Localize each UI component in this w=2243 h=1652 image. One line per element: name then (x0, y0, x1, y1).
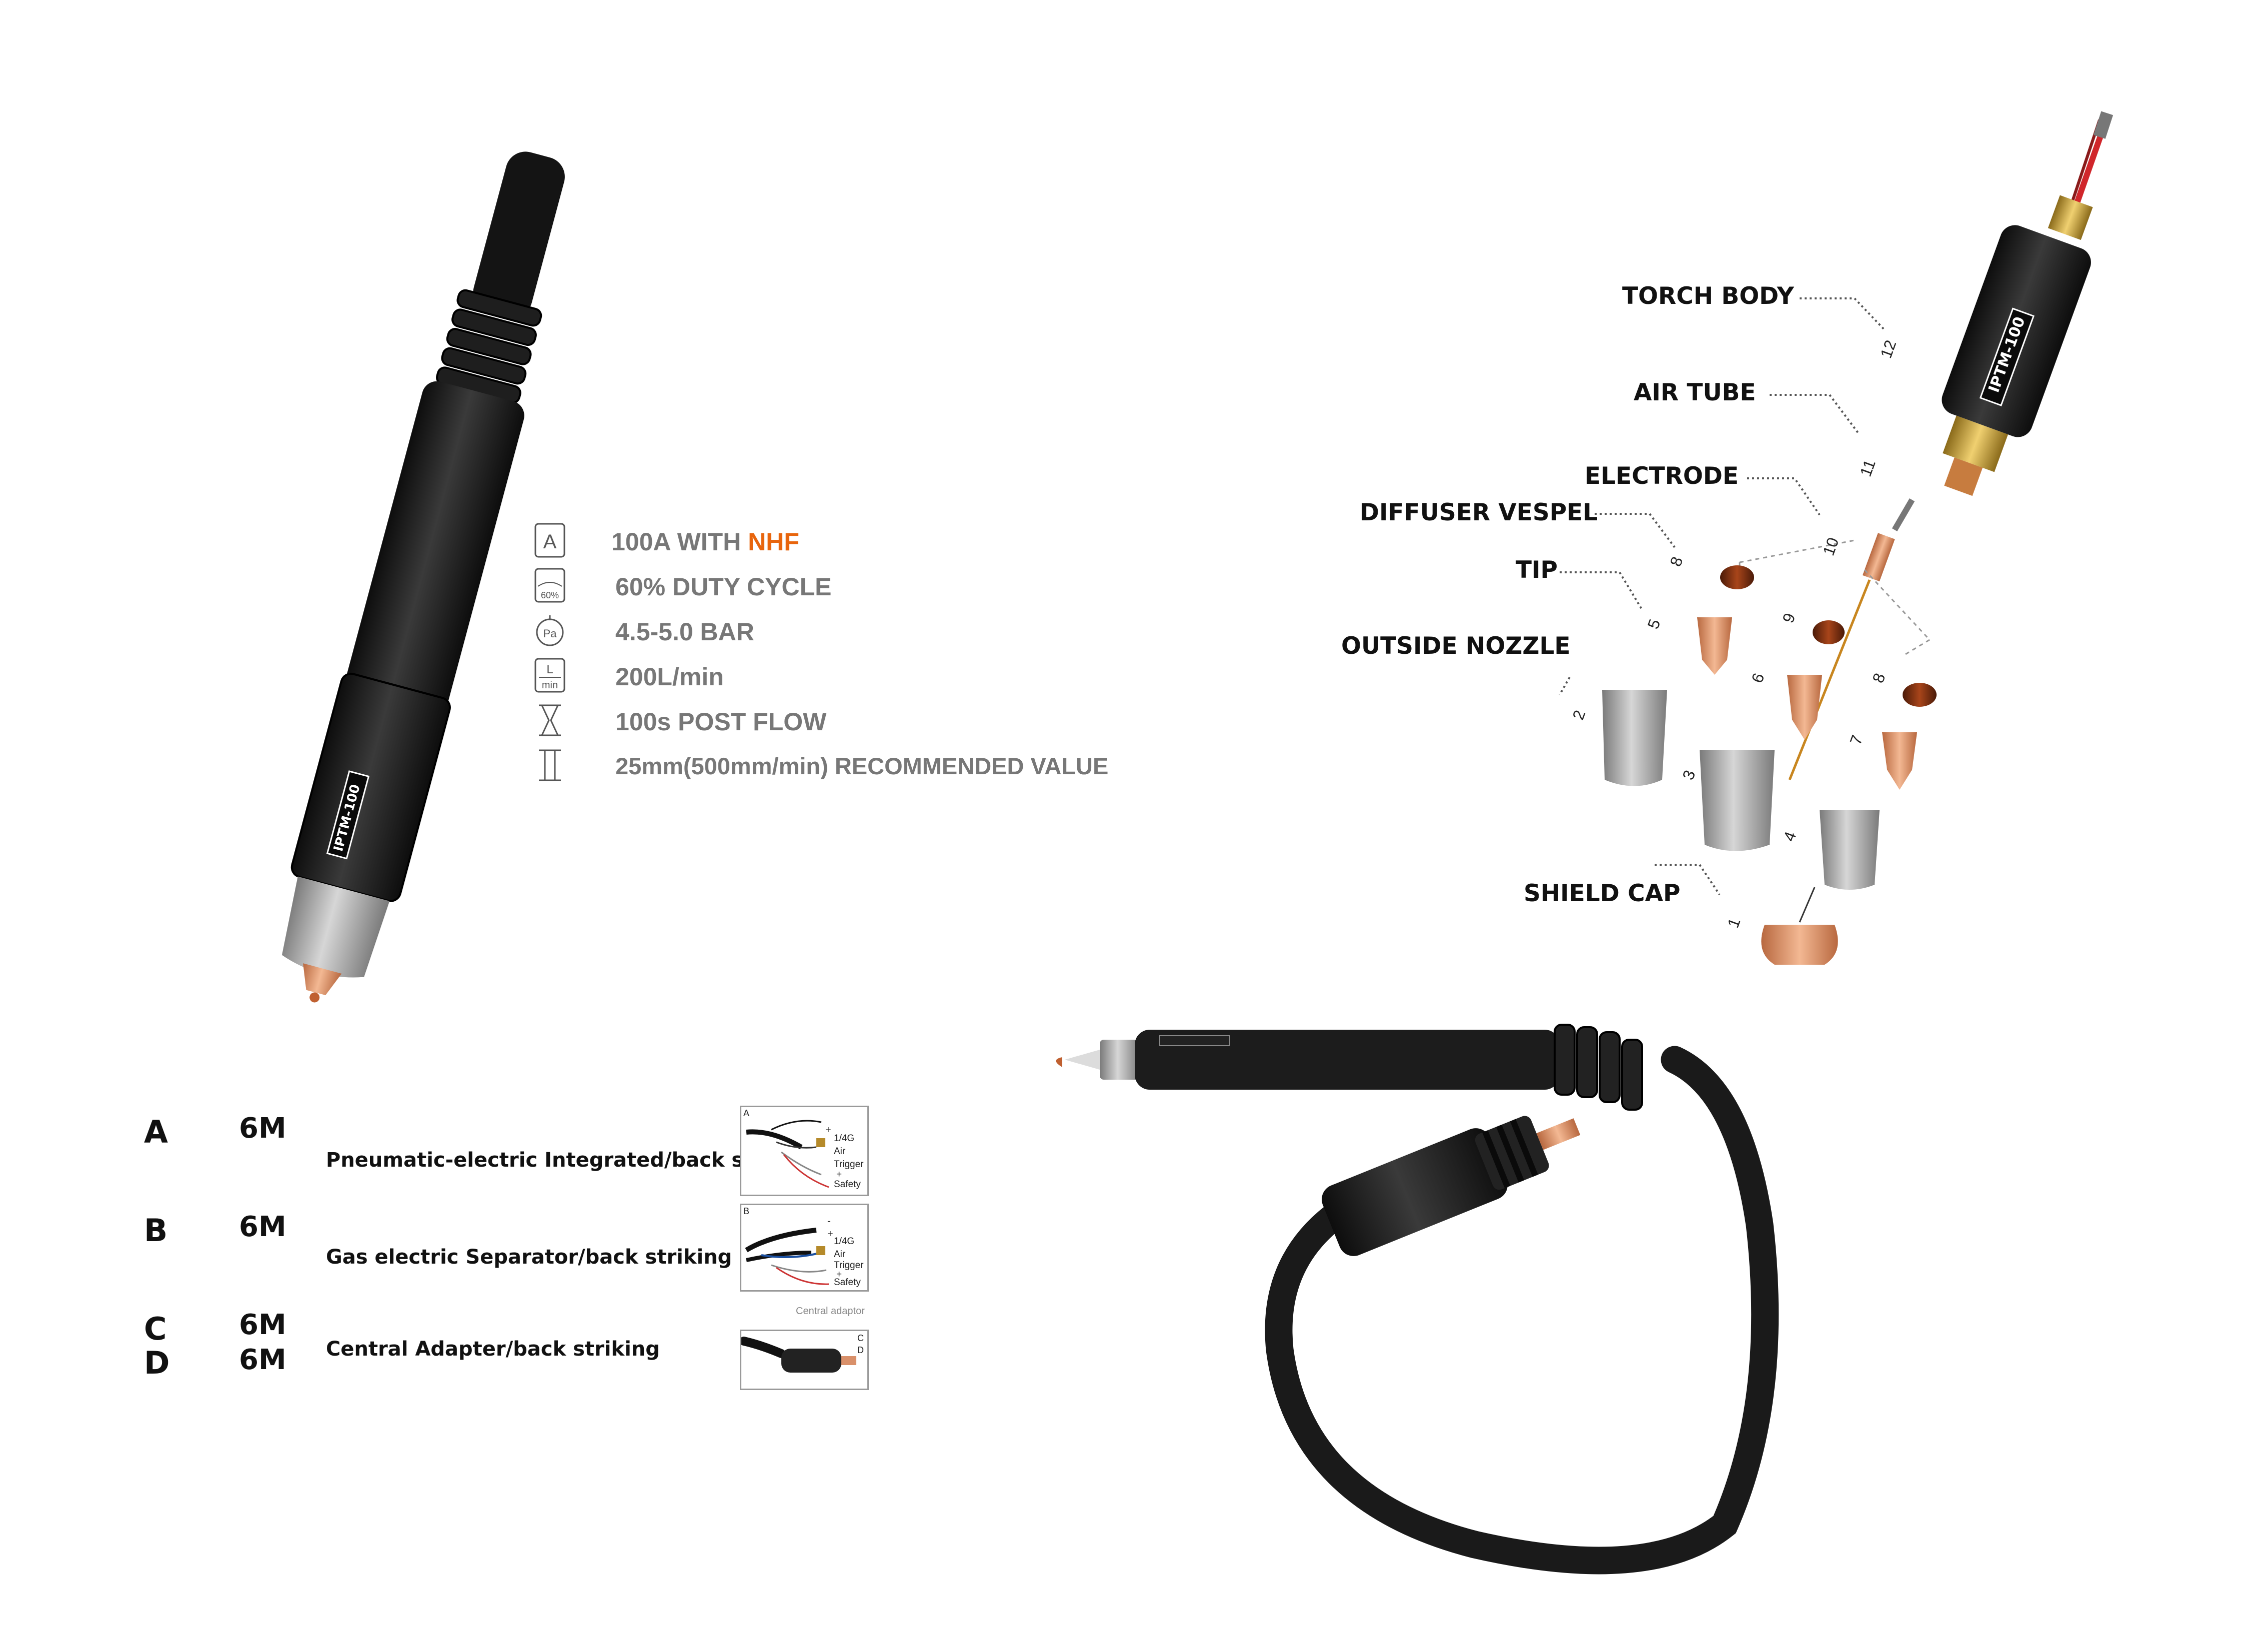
flow-icon-bottom: min (542, 680, 558, 691)
spec-post-flow-text: 100s POST FLOW (615, 708, 827, 736)
thumb-a-label-air: Air (834, 1146, 846, 1157)
thumb-b-label-plus2: + (836, 1269, 842, 1280)
option-letter-c: C (144, 1311, 167, 1347)
thickness-icon (539, 749, 561, 781)
thumb-b-plus: + (827, 1229, 833, 1240)
thumb-b-tag: B (743, 1206, 750, 1216)
thumb-a-label-14g: 1/4G (834, 1133, 855, 1144)
option-letter-a: A (144, 1114, 168, 1150)
ampere-icon-letter: A (543, 531, 557, 553)
thumb-a-label-trigger: Trigger (834, 1159, 864, 1170)
thumbnail-b: B - + 1/4G Air Trigger + Safety (740, 1204, 869, 1292)
callout-electrode: ELECTRODE (1585, 462, 1739, 490)
thumbnail-cd: C D (740, 1330, 869, 1390)
option-desc-cd: Central Adapter/back striking (326, 1338, 660, 1361)
option-letter-b: B (144, 1212, 168, 1249)
spec-current-text: 100A WITH NHF (611, 527, 799, 556)
exploded-parts-diagram: IPTM-100 (1559, 111, 2114, 965)
thumb-a-label-plus2: + (836, 1169, 842, 1180)
wiring-b-icon: - + (745, 1216, 833, 1285)
wiring-a-icon: + (746, 1120, 831, 1188)
option-desc-a: Pneumatic-electric Integrated/back strik… (326, 1149, 819, 1172)
thumb-a-tag: A (743, 1108, 750, 1118)
central-adapter-icon (741, 1337, 856, 1373)
option-length-c: 6M (239, 1309, 286, 1341)
callout-diffuser-vespel: DIFFUSER VESPEL (1360, 499, 1598, 526)
thumb-b-label-trigger: Trigger (834, 1260, 864, 1271)
spec-flow-text: 200L/min (615, 663, 724, 691)
thumb-b-label-air: Air (834, 1249, 846, 1260)
thumb-c-tag: C (857, 1333, 864, 1343)
option-length-b: 6M (239, 1211, 286, 1243)
thumb-b-minus: - (827, 1216, 831, 1227)
hand-torch-image: IPTM-100 (281, 151, 565, 1003)
callout-tip: TIP (1516, 556, 1558, 584)
spec-pressure-text: 4.5-5.0 BAR (615, 618, 754, 646)
central-adaptor-note: Central adaptor (796, 1306, 865, 1317)
callout-air-tube: AIR TUBE (1634, 379, 1756, 406)
pressure-icon-text: Pa (543, 627, 557, 640)
callout-shield-cap: SHIELD CAP (1524, 880, 1681, 907)
hourglass-icon (539, 704, 561, 736)
option-letter-d: D (144, 1345, 170, 1381)
thumbnail-a: A + 1/4G Air Trigger + Safety (740, 1106, 869, 1196)
thumb-b-label-14g: 1/4G (834, 1236, 855, 1247)
torch-with-cable-image (1056, 1024, 1779, 1575)
spec-nhf-accent: NHF (748, 528, 799, 556)
option-length-a: 6M (239, 1112, 286, 1145)
flow-icon-top: L (546, 663, 553, 676)
spec-thickness-text: 25mm(500mm/min) RECOMMENDED VALUE (615, 753, 1109, 779)
ampere-icon: A (534, 523, 565, 558)
duty-cycle-icon: 60% (534, 568, 565, 603)
duty-cycle-icon-text: 60% (541, 590, 559, 600)
callout-outside-nozzle: OUTSIDE NOZZLE (1341, 632, 1571, 660)
option-desc-b: Gas electric Separator/back striking (326, 1246, 732, 1269)
callout-torch-body: TORCH BODY (1622, 282, 1794, 310)
pressure-gauge-icon: Pa (536, 615, 564, 646)
spec-duty-cycle-text: 60% DUTY CYCLE (615, 573, 832, 601)
thumb-b-label-safety: Safety (834, 1277, 861, 1288)
spec-current-value: 100A WITH (611, 528, 748, 556)
thumb-a-plus: + (825, 1125, 831, 1136)
thumb-d-tag: D (857, 1345, 864, 1355)
option-length-d: 6M (239, 1344, 286, 1376)
flow-rate-icon: L min (534, 658, 565, 693)
thumb-a-label-safety: Safety (834, 1179, 861, 1190)
